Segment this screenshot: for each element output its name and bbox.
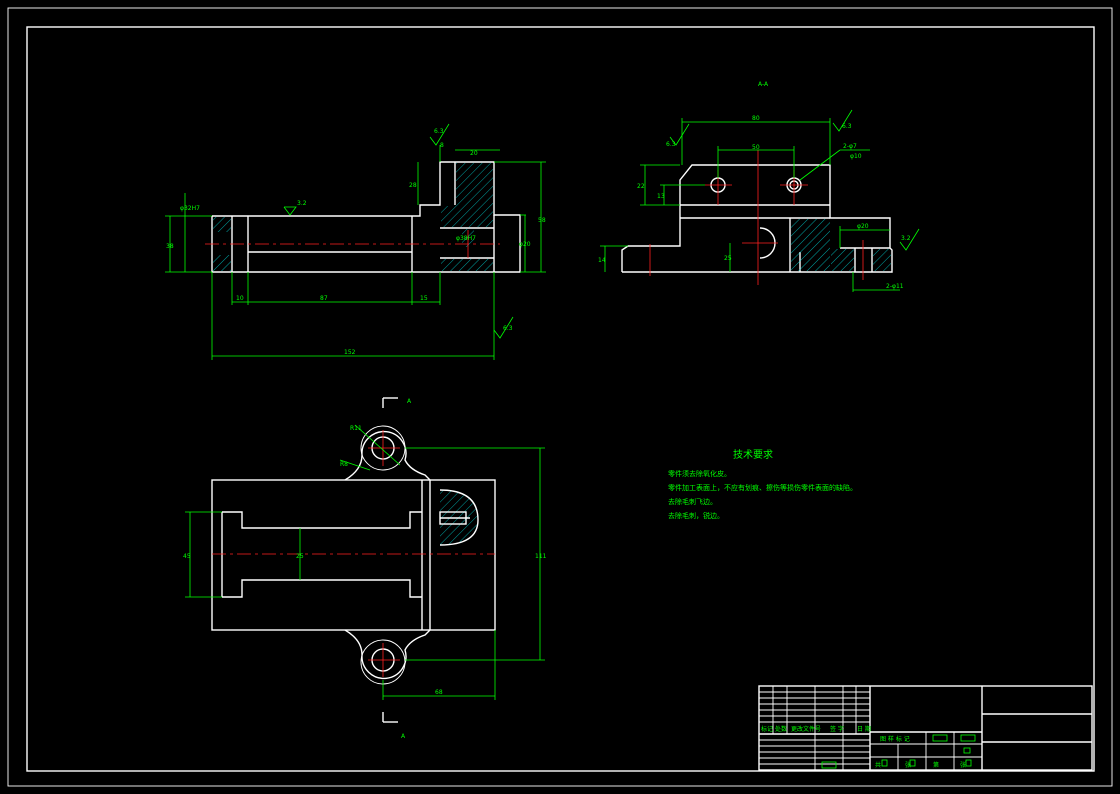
front-roughness-bottom: 6.3	[503, 325, 513, 332]
section-mark-top: A	[407, 398, 412, 405]
top-dim-r11: R11	[350, 425, 362, 432]
top-dim-45: 45	[183, 553, 191, 560]
top-dim-25: 25	[296, 553, 304, 560]
tb-sheet-unit-2: 张	[960, 761, 966, 769]
side-roughness-right: 6.3	[842, 123, 852, 130]
front-view: 3.2 6.3 6.3 38 φ32H7 58 φ20 20 8 28 φ38H…	[165, 123, 546, 360]
tech-title: 技术要求	[733, 448, 773, 461]
tb-label-count: 处数	[775, 725, 787, 733]
front-dim-87: 87	[320, 295, 328, 302]
side-holes-depth: φ10	[850, 153, 862, 160]
top-dim-r8: R8	[340, 461, 348, 468]
tb-sheet-unit-1: 张	[905, 761, 911, 769]
tb-label-mark: 标记	[761, 725, 773, 733]
front-dim-10: 10	[236, 295, 244, 302]
side-dim-25: 25	[724, 255, 732, 262]
front-dim-20: 20	[470, 150, 478, 157]
side-dim-13: 13	[657, 193, 665, 200]
front-dim-8: 8	[440, 142, 444, 149]
front-dia-38: φ38H7	[456, 235, 476, 242]
outer-border	[7, 7, 1113, 787]
side-dim-50: 50	[752, 144, 760, 151]
tb-label-date: 日 期	[857, 725, 871, 733]
tb-label-doc: 更改文件号	[791, 725, 821, 733]
front-dim-58: 58	[538, 217, 546, 224]
side-dim-80: 80	[752, 115, 760, 122]
tech-line-4: 去除毛刺，锐边。	[668, 511, 724, 520]
tb-label-sign: 签 字	[830, 725, 844, 733]
tech-line-2: 零件加工表面上，不应有划痕、擦伤等损伤零件表面的缺陷。	[668, 483, 857, 492]
tb-sheet-no: 第	[933, 761, 939, 769]
section-mark-bottom: A	[401, 733, 406, 740]
side-dim-14: 14	[598, 257, 606, 264]
top-view: A A	[183, 397, 547, 740]
side-dim-phi20: φ20	[857, 223, 869, 230]
inner-border	[26, 26, 1095, 772]
front-dim-15: 15	[420, 295, 428, 302]
side-roughness-left: 6.3	[666, 141, 676, 148]
side-dim-22: 22	[637, 183, 645, 190]
side-roughness-far: 3.2	[901, 235, 911, 242]
side-view: A-A	[598, 81, 920, 292]
side-holes-top: 2-φ7	[843, 143, 857, 150]
front-dim-152: 152	[344, 349, 356, 356]
front-dia-20: φ20	[519, 241, 531, 248]
front-dia-32: φ32H7	[180, 205, 200, 212]
section-label-top: A-A	[758, 81, 769, 88]
tech-line-3: 去除毛刺飞边。	[668, 497, 717, 506]
side-holes-bottom: 2-φ11	[886, 283, 904, 290]
front-dim-28: 28	[409, 182, 417, 189]
tech-line-1: 零件须去除氧化皮。	[668, 469, 731, 478]
front-dim-38: 38	[166, 243, 174, 250]
tb-sheet-total: 共	[875, 761, 881, 769]
title-block: 标记 处数 更改文件号 签 字 日 期 图 样 标 记 共 张 第 张	[758, 685, 1093, 771]
front-roughness-top: 6.3	[434, 128, 444, 135]
top-dim-111: 111	[535, 553, 547, 560]
tb-stage-label: 图 样 标 记	[880, 735, 910, 743]
technical-requirements: 技术要求 零件须去除氧化皮。 零件加工表面上，不应有划痕、擦伤等损伤零件表面的缺…	[668, 448, 857, 520]
top-dim-68: 68	[435, 689, 443, 696]
front-roughness-left: 3.2	[297, 200, 307, 207]
